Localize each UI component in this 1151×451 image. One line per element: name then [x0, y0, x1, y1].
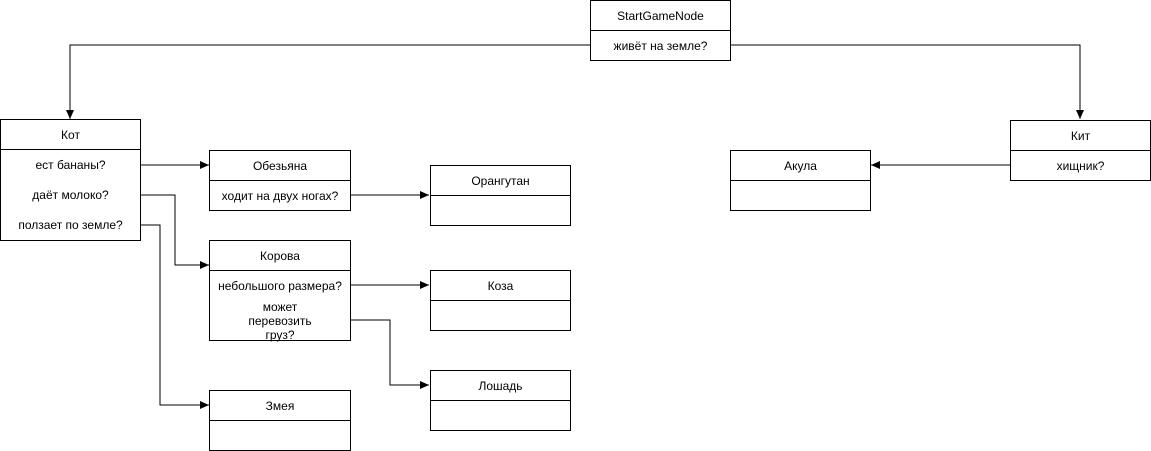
- start-node-title: StartGameNode: [591, 1, 730, 31]
- cow-node-title: Корова: [210, 241, 350, 271]
- cat-question-1: ест бананы?: [35, 158, 106, 172]
- cat-node[interactable]: Кот ест бананы? даёт молоко? ползает по …: [0, 119, 141, 241]
- whale-node[interactable]: Кит хищник?: [1010, 120, 1151, 181]
- whale-node-title: Кит: [1011, 121, 1150, 151]
- goat-node[interactable]: Коза: [430, 270, 571, 331]
- cat-node-title: Кот: [1, 120, 140, 150]
- cat-question-2: даёт молоко?: [32, 188, 109, 202]
- edge-cat-to-cow: [140, 194, 209, 269]
- edge-start-to-whale: [730, 44, 1084, 119]
- orangutan-node-title: Орангутан: [431, 166, 570, 196]
- whale-question: хищник?: [1056, 159, 1105, 173]
- edge-cat-to-snake: [140, 224, 209, 409]
- cow-question-2: может перевозить груз?: [248, 300, 312, 342]
- monkey-node-title: Обезьяна: [210, 151, 350, 181]
- shark-node[interactable]: Акула: [730, 150, 871, 211]
- orangutan-node[interactable]: Орангутан: [430, 165, 571, 226]
- edge-start-to-cat: [66, 44, 590, 119]
- cow-question-1: небольшого размера?: [218, 279, 342, 293]
- snake-node[interactable]: Змея: [209, 390, 351, 451]
- goat-node-title: Коза: [431, 271, 570, 301]
- monkey-question: ходит на двух ногах?: [221, 189, 339, 203]
- monkey-node[interactable]: Обезьяна ходит на двух ногах?: [209, 150, 351, 211]
- start-node-question: живёт на земле?: [613, 39, 708, 53]
- horse-node-title: Лошадь: [431, 371, 570, 401]
- cow-node[interactable]: Корова небольшого размера? может перевоз…: [209, 240, 351, 342]
- snake-node-title: Змея: [210, 391, 350, 421]
- cat-question-3: ползает по земле?: [18, 218, 123, 232]
- shark-node-title: Акула: [731, 151, 870, 181]
- start-node[interactable]: StartGameNode живёт на земле?: [590, 0, 731, 61]
- horse-node[interactable]: Лошадь: [430, 370, 571, 431]
- edge-cow-to-horse: [350, 319, 429, 389]
